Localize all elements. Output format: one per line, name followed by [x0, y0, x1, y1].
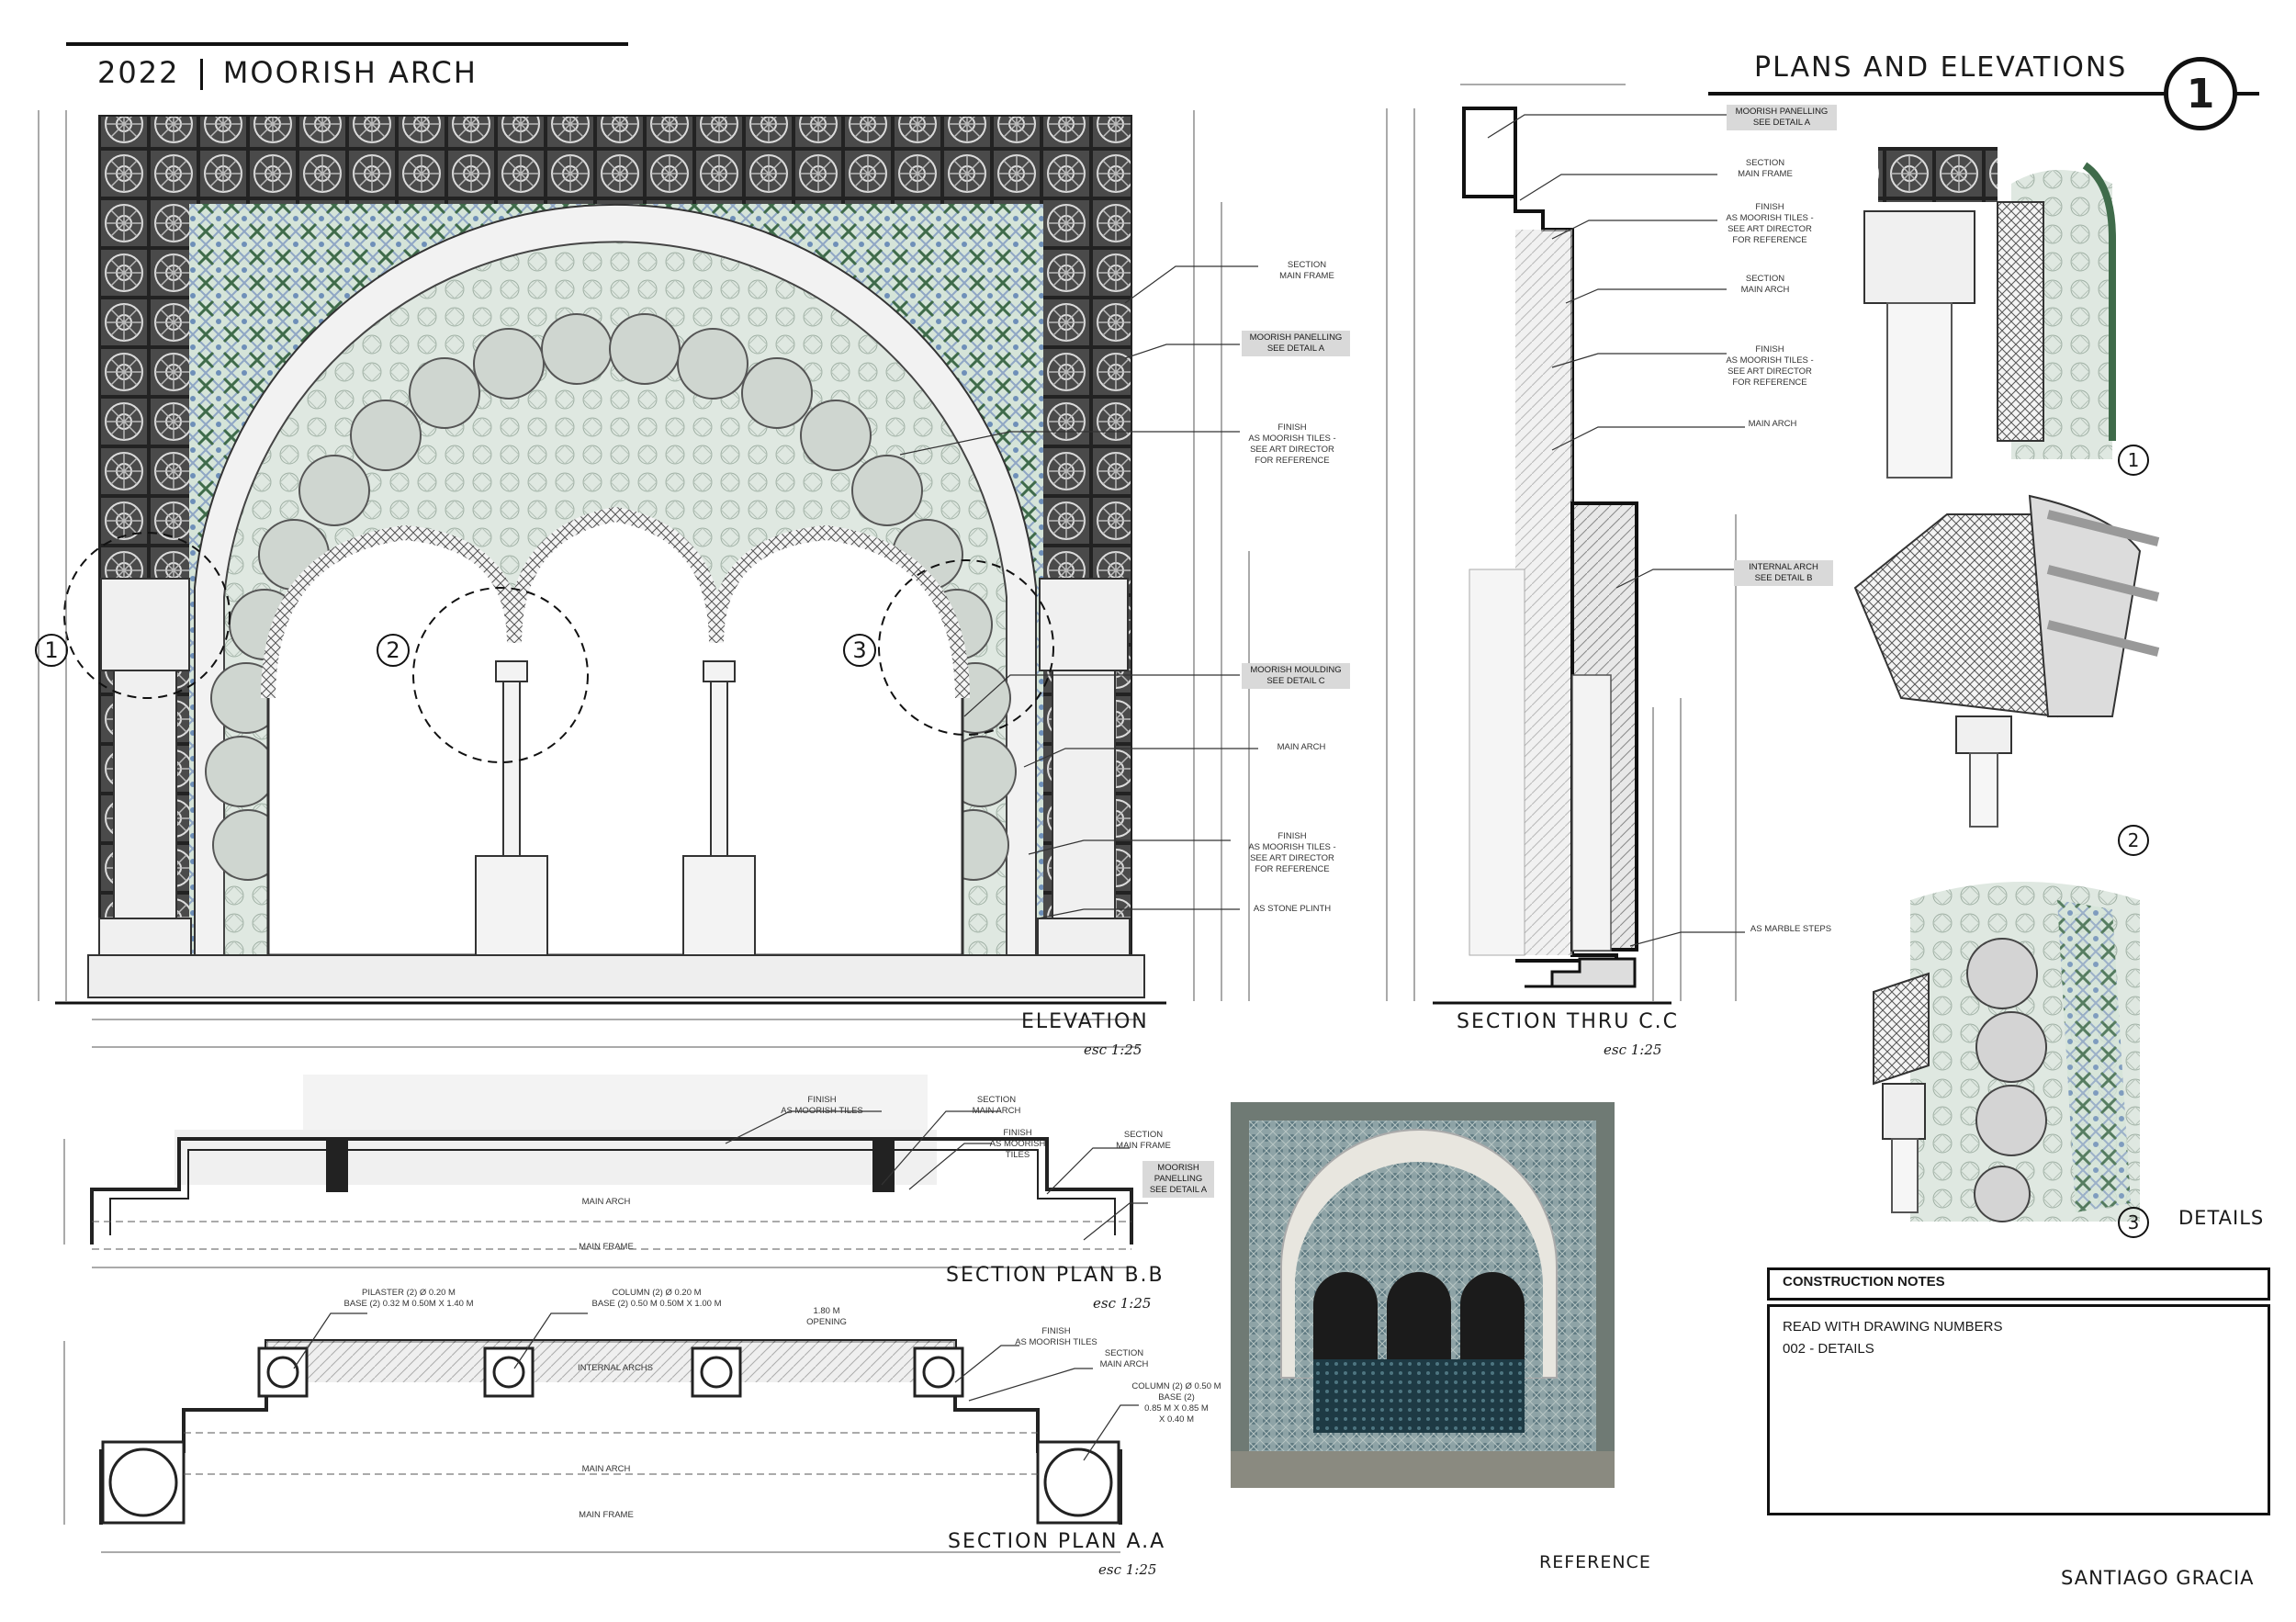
project-title: 2022 MOORISH ARCH [97, 55, 478, 90]
plan-bb-outline [90, 1137, 1133, 1245]
aa-main-arch-label: MAIN ARCH [581, 1464, 631, 1474]
plan-aa-scale: esc 1:25 [1098, 1561, 1157, 1578]
sec-callout-moorish-panelling: MOORISH PANELLING see DETAIL A [1727, 105, 1837, 130]
aa-callout-column-2: COLUMN (2) Ø 0.50 m BASE (2) 0.85 m x 0.… [1131, 1381, 1221, 1425]
elev-detail-mark-1: 1 [35, 634, 68, 667]
plan-aa-main-columns [101, 1440, 1120, 1525]
construction-note-line: 002 - DETAILS [1783, 1341, 1874, 1357]
elevation-scale: esc 1:25 [1084, 1042, 1142, 1058]
title-separator [199, 59, 203, 90]
plan-bb-scale: esc 1:25 [1093, 1295, 1152, 1312]
plan-aa-dimensions [63, 1341, 1120, 1553]
bb-callout-section-main-frame: SECTION MAIN FRAME [1116, 1130, 1171, 1151]
section-column-ghost [1469, 569, 1525, 956]
sec-callout-section-main-frame: SECTION MAIN FRAME [1738, 158, 1793, 179]
elev-callout-finish-tiles-2: FINISH AS MOORISH TILES - SEE ART DIRECT… [1248, 831, 1336, 874]
header-underline-left [66, 42, 628, 46]
header-underline-right [1708, 92, 2259, 96]
elev-callout-moorish-panelling: MOORISH PANELLING see DETAIL A [1242, 331, 1350, 356]
section-cc-drawing [1386, 84, 1745, 1005]
main-columns [98, 578, 1131, 956]
section-cc-label: SECTION THRU C.C [1457, 1010, 1679, 1033]
sec-callout-finish-tiles-2: FINISH AS MOORISH TILES - SEE ART DIRECT… [1726, 344, 1814, 388]
plan-bb-dimensions [63, 1139, 1131, 1268]
elevation-label: ELEVATION [1021, 1010, 1149, 1033]
aa-internal-arches-label: INTERNAL ARCHS [578, 1363, 653, 1373]
bb-main-arch-label: MAIN ARCH [581, 1197, 631, 1207]
internal-columns [475, 660, 756, 960]
aa-callout-column: COLUMN (2) Ø 0.20 m BASE (2) 0.50 m 0.50… [591, 1288, 722, 1309]
plan-bb-label: SECTION PLAN B.B [946, 1264, 1165, 1287]
elev-callout-section-main-frame: SECTION MAIN FRAME [1279, 260, 1334, 281]
aa-callout-section-main-arch: SECTION MAIN ARCH [1099, 1348, 1149, 1369]
detail-number-1: 1 [2118, 445, 2149, 476]
construction-notes-body: READ WITH DRAWING NUMBERS 002 - DETAILS [1767, 1304, 2270, 1515]
plan-bb-drawing [63, 1075, 1148, 1268]
detail-vignette-3 [1855, 873, 2186, 1222]
author-name: SANTIAGO GRACIA [2061, 1567, 2255, 1589]
sec-callout-marble-steps: AS MARBLE STEPS [1750, 924, 1832, 934]
triple-arch-lattice [261, 506, 970, 699]
elev-callout-main-arch: MAIN ARCH [1277, 742, 1326, 752]
plan-aa-hatch-band [266, 1341, 955, 1382]
construction-notes-title: CONSTRUCTION NOTES [1783, 1274, 1945, 1290]
triple-arch-opening [266, 513, 964, 957]
sec-callout-section-main-arch: SECTION MAIN ARCH [1740, 274, 1790, 295]
elev-detail-mark-2: 2 [377, 634, 410, 667]
detail-vignette-1 [1863, 138, 2181, 479]
plan-aa-drawing [63, 1312, 1139, 1553]
elev-callout-moorish-moulding: MOORISH MOULDING see DETAIL C [1242, 663, 1350, 689]
section-dimensions [1386, 84, 1737, 1001]
section-leaders [1487, 114, 1745, 947]
bb-callout-moorish-panelling: MOORISH PANELLING see DETAIL A [1142, 1161, 1214, 1198]
plan-bb-pier-l [326, 1137, 348, 1192]
plan-bb-backdrop [303, 1075, 928, 1130]
sheet-number-badge: 1 [2164, 57, 2237, 130]
plan-bb-leaders [725, 1110, 1148, 1241]
aa-callout-pilaster: PILASTER (2) Ø 0.20 m BASE (2) 0.32 m 0.… [343, 1288, 474, 1309]
aa-callout-opening: 1.80 m OPENING [806, 1306, 847, 1327]
aa-main-frame-label: MAIN FRAME [579, 1510, 634, 1520]
plan-aa-label: SECTION PLAN A.A [948, 1530, 1166, 1553]
reference-label: REFERENCE [1539, 1552, 1651, 1572]
reference-photo [1231, 1102, 1615, 1488]
bb-callout-finish: FINISH AS MOORISH TILES [781, 1095, 863, 1116]
bb-main-frame-label: MAIN FRAME [579, 1242, 634, 1252]
detail-number-3: 3 [2118, 1207, 2149, 1238]
sec-callout-finish-tiles: FINISH AS MOORISH TILES - SEE ART DIRECT… [1726, 202, 1814, 245]
detail-circle-3 [878, 559, 1054, 736]
elevation-dimensions [38, 110, 1250, 1048]
elevation-leaders [899, 265, 1258, 919]
section-steps [1525, 957, 1637, 988]
plan-bb-inner [109, 1149, 1116, 1235]
section-small-column [1571, 674, 1612, 952]
detail-number-2: 2 [2118, 825, 2149, 856]
sec-callout-main-arch: MAIN ARCH [1748, 419, 1797, 429]
elev-detail-mark-3: 3 [843, 634, 876, 667]
plan-aa-leaders [293, 1312, 1139, 1461]
elev-callout-stone-plinth: AS STONE PLINTH [1253, 904, 1332, 914]
construction-note-line: READ WITH DRAWING NUMBERS [1783, 1319, 2003, 1335]
elev-callout-finish-tiles: FINISH AS MOORISH TILES - SEE ART DIRECT… [1248, 422, 1336, 466]
plan-aa-piers [257, 1346, 964, 1398]
detail-circle-2 [412, 587, 589, 763]
project-name: MOORISH ARCH [222, 55, 478, 90]
sheet-title: PLANS AND ELEVATIONS [1754, 51, 2128, 84]
section-frame-top [1462, 107, 1517, 198]
bb-callout-finish-2: FINISH AS MOORISH TILES [989, 1128, 1046, 1160]
project-year: 2022 [97, 55, 180, 90]
plan-bb-pier-r [872, 1137, 895, 1192]
section-cc-scale: esc 1:25 [1604, 1042, 1662, 1058]
bb-callout-section-main-arch: SECTION MAIN ARCH [972, 1095, 1021, 1116]
sec-callout-internal-arch: INTERNAL ARCH see DETAIL B [1734, 560, 1833, 586]
aa-callout-finish: FINISH AS MOORISH TILES [1015, 1326, 1097, 1347]
details-label: DETAILS [2178, 1207, 2265, 1229]
detail-circle-1 [63, 532, 231, 699]
detail-vignette-2 [1853, 494, 2181, 828]
construction-notes-heading: CONSTRUCTION NOTES [1767, 1267, 2270, 1301]
elevation-drawing [38, 110, 1258, 1048]
sheet-number: 1 [2186, 70, 2215, 118]
stone-plinth [87, 954, 1145, 998]
